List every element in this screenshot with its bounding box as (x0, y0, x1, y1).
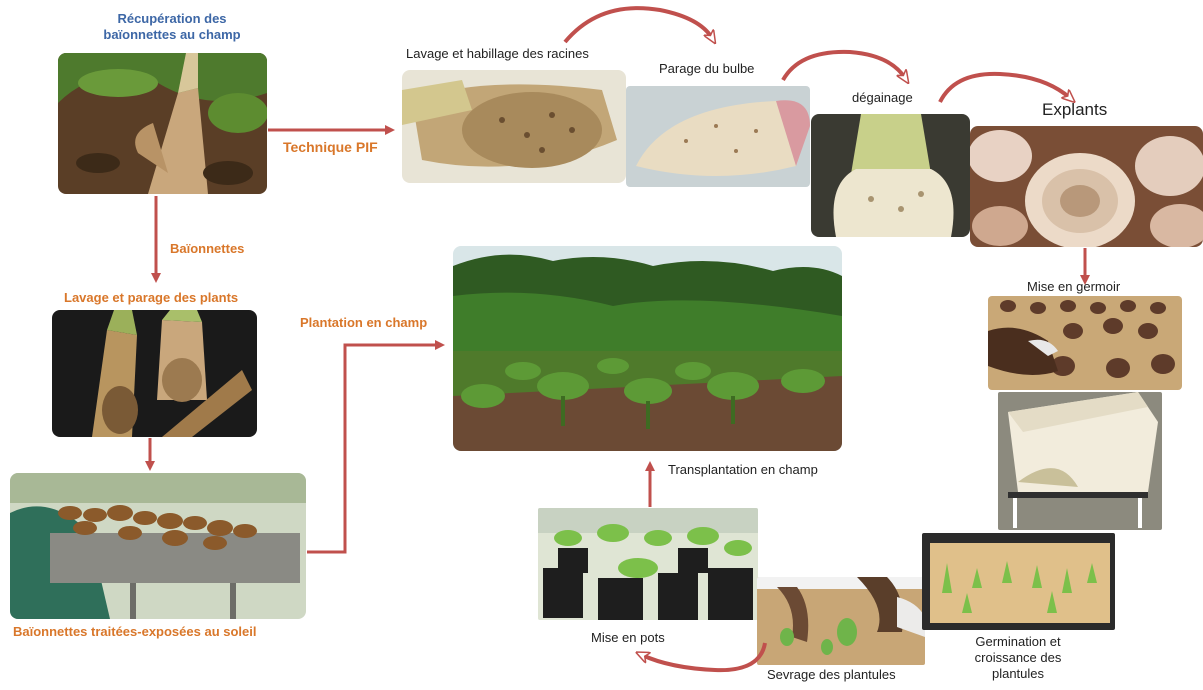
photo-treated-bayonets (10, 473, 306, 619)
label-sevrage: Sevrage des plantules (767, 667, 896, 682)
photo-germoir (988, 296, 1182, 390)
photo-covered-germoir (998, 392, 1162, 530)
label-plantation-champ: Plantation en champ (300, 315, 428, 330)
label-germination-line2: croissance des (974, 650, 1062, 665)
curved-arrow-to-mise-en-pots (642, 642, 767, 673)
label-technique-pif: Technique PIF (283, 139, 378, 155)
arrow-to-plantation (307, 340, 445, 554)
photo-degainage (811, 114, 970, 237)
label-germination-line3: plantules (991, 666, 1045, 681)
label-germination-line1: Germination et (975, 634, 1061, 649)
label-parage-bulbe: Parage du bulbe (659, 61, 755, 76)
photo-root-washing (402, 70, 626, 183)
photo-explants (970, 126, 1203, 247)
label-lavage-parage: Lavage et parage des plants (64, 290, 239, 305)
photo-washed-plants (52, 310, 257, 437)
photo-potted-plants (538, 508, 758, 620)
label-baionnettes: Baïonnettes (170, 241, 245, 256)
photo-field-harvest (58, 53, 267, 194)
curved-arrow-to-explants (938, 71, 1070, 102)
label-mise-en-germoir: Mise en germoir (1027, 279, 1121, 294)
label-recuperation-line2: baïonnettes au champ (103, 27, 241, 42)
photo-germination (922, 533, 1115, 630)
label-degainage: dégainage (852, 90, 913, 105)
photo-field-plantation (453, 246, 842, 451)
label-recuperation-line1: Récupération des (117, 11, 227, 26)
label-baionnettes-traitees: Baïonnettes traitées-exposées au soleil (13, 624, 257, 639)
photo-weaning-plantlets (757, 577, 925, 665)
label-explants: Explants (1042, 100, 1108, 119)
curved-arrow-to-parage (563, 6, 712, 42)
label-recuperation: Récupération des baïonnettes au champ (82, 11, 262, 43)
curved-arrow-to-degainage (781, 49, 905, 80)
photo-bulb-trimming (626, 86, 810, 187)
label-germination: Germination et croissance des plantules (948, 634, 1088, 682)
label-mise-en-pots: Mise en pots (591, 630, 665, 645)
label-lavage-habillage: Lavage et habillage des racines (406, 46, 589, 61)
label-transplantation: Transplantation en champ (668, 462, 818, 477)
